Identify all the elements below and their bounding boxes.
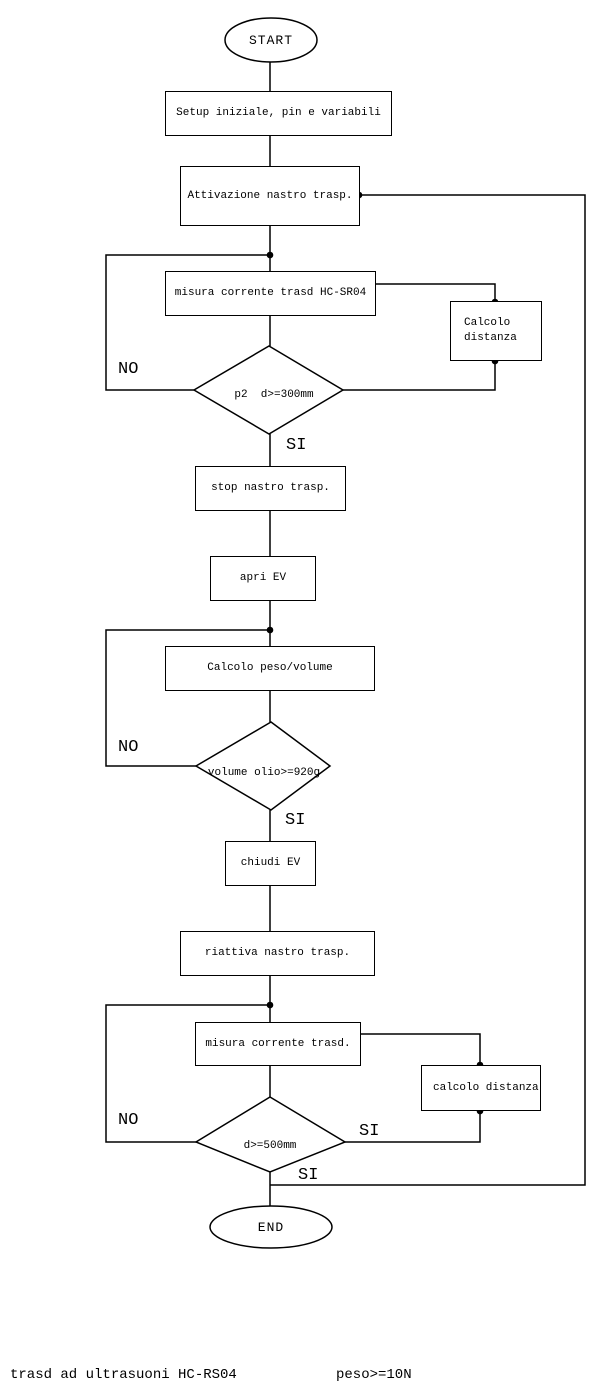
branch-si-1: SI [286,436,307,455]
decision-3-shape [194,1096,347,1173]
calcolo-distanza-1-line2: distanza [464,332,517,344]
process-stop-nastro: stop nastro trasp. [195,466,346,511]
process-calcolo-distanza-2: calcolo distanza [421,1065,541,1111]
footnote-peso: peso>=10N [336,1367,412,1383]
decision-2-label: volume olio>=920g [207,767,321,779]
end-terminator-label: END [257,1219,285,1235]
decision-2-shape [194,721,332,811]
process-apri-ev: apri EV [210,556,316,601]
process-calcolo-peso-volume: Calcolo peso/volume [165,646,375,691]
process-calcolo-distanza-1: Calcolo distanza [450,301,542,361]
decision-1-shape [192,345,345,435]
branch-si-2: SI [285,811,306,830]
junction-dot [266,251,274,259]
branch-si-3-right: SI [359,1122,380,1141]
end-terminator-shape [209,1205,333,1249]
branch-no-2: NO [118,738,139,757]
footnote-transducer: trasd ad ultrasuoni HC-RS04 [10,1367,237,1383]
start-terminator-label: START [248,32,293,48]
junction-dot [266,1001,274,1009]
process-misura-corrente-1: misura corrente trasd HC-SR04 [165,271,376,316]
process-misura-corrente-2: misura corrente trasd. [195,1022,361,1066]
process-attivazione-nastro: Attivazione nastro trasp. [180,166,360,226]
decision-1-label: p2 d>=300mm [234,389,314,401]
flow-connectors [105,62,586,1206]
process-riattiva-nastro: riattiva nastro trasp. [180,931,375,976]
branch-no-1: NO [118,360,139,379]
process-chiudi-ev: chiudi EV [225,841,316,886]
start-terminator-shape [224,17,318,63]
branch-no-3: NO [118,1111,139,1130]
calcolo-distanza-1-line1: Calcolo [464,317,511,329]
junction-dot [266,626,274,634]
branch-si-3-return: SI [298,1166,319,1185]
decision-3-label: d>=500mm [243,1140,297,1152]
process-setup-iniziale: Setup iniziale, pin e variabili [165,91,392,136]
